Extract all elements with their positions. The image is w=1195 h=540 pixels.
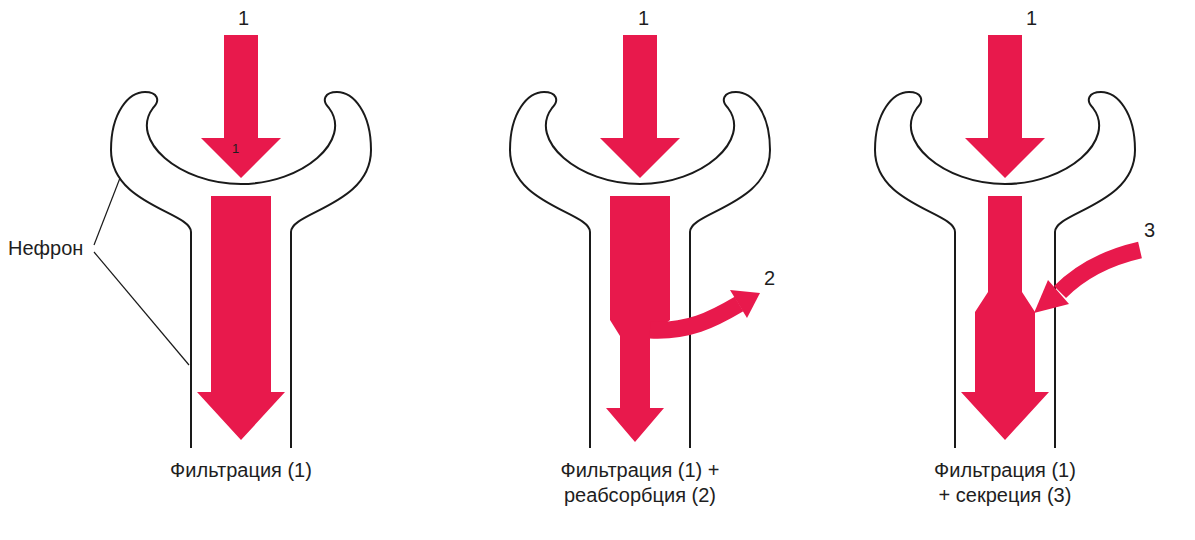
tubule-flow-arrow [197,196,285,440]
tubule-flow-arrow [606,196,670,442]
callout-number: 3 [1144,218,1155,243]
filtration-arrow [201,35,281,178]
caption-text: Фильтрация (1) + секреция (3) [890,458,1120,508]
caption-text: Фильтрация (1) [126,458,356,483]
callout-number: 1 [1026,6,1037,31]
callout-number: 1 [232,141,239,157]
reabsorption-arrow [650,304,739,330]
callout-number: 1 [238,6,249,31]
filtration-arrow [600,35,680,178]
callout-number: 2 [764,266,775,291]
leader-line [94,252,189,365]
part-name: Нефрон [8,236,83,261]
callout-number: 1 [638,6,649,31]
leader-line [94,178,120,245]
caption-text: Фильтрация (1) + реабсорбция (2) [525,458,755,508]
secretion-arrow [1060,250,1140,292]
tubule-flow-arrow [961,196,1049,440]
filtration-arrow [965,35,1045,178]
